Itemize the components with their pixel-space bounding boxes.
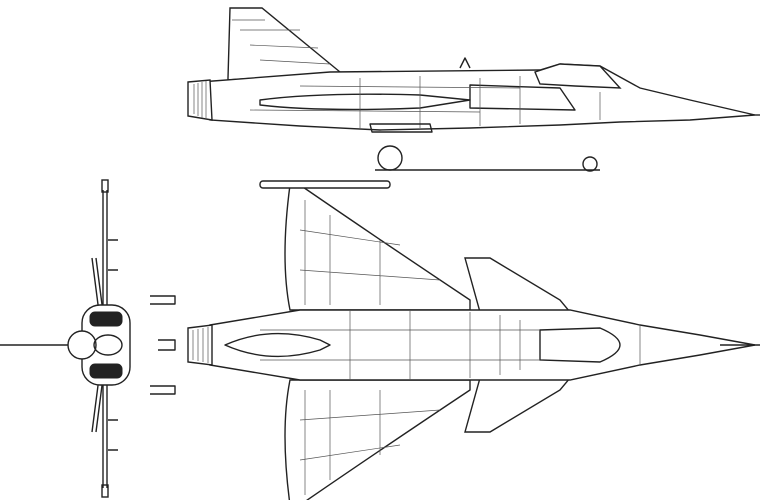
front-view [0,179,176,498]
top-canard-left [464,257,572,313]
front-nose [67,330,97,360]
top-nozzle [187,324,213,366]
top-spine [224,332,331,358]
side-tail-fin [227,7,342,81]
side-nozzle [187,79,213,121]
top-canopy [539,327,621,363]
top-wing-left [284,184,471,311]
top-wing-right [284,379,471,500]
front-wingtip-bottom [101,484,109,498]
side-canopy [534,63,622,89]
side-wheel-nose [582,156,598,172]
side-wing [259,93,471,111]
wingtip-rail-left [259,180,391,189]
front-wingtip-top [101,179,109,193]
top-fuselage [209,309,756,381]
top-view [187,180,760,500]
front-stores [150,295,176,395]
side-view [187,7,760,172]
top-canard-right [464,377,572,433]
side-ventral-tank [369,123,433,133]
side-wheel-main [377,145,403,171]
front-wing [102,190,108,488]
